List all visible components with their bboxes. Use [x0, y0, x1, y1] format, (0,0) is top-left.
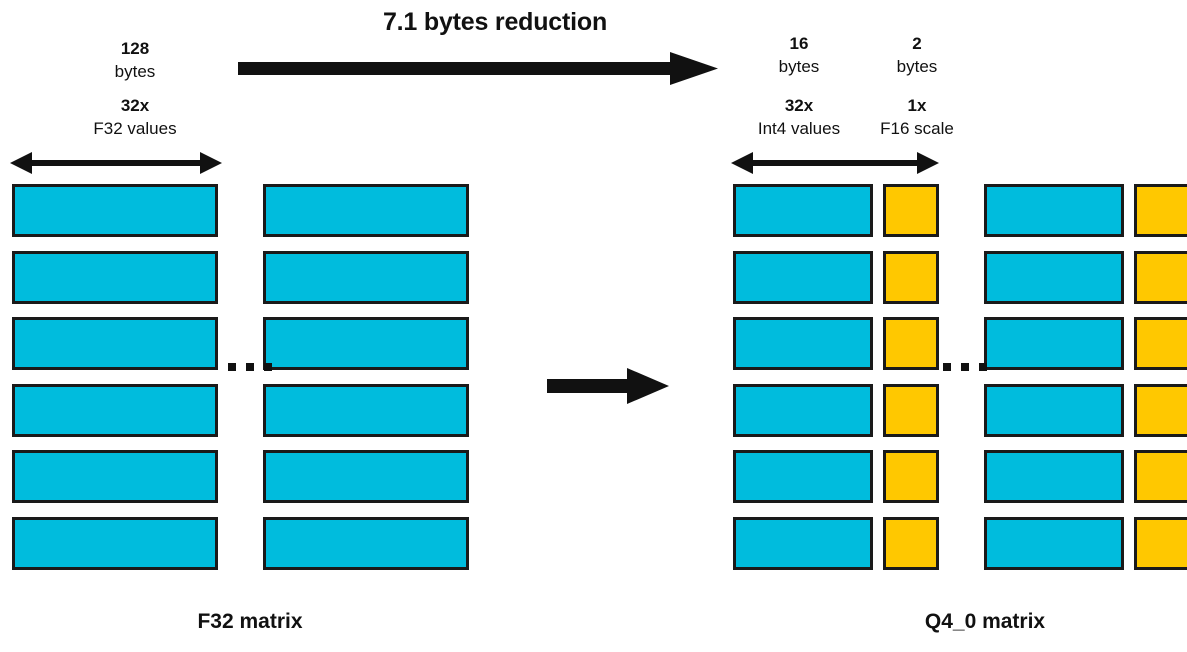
left-count-value: 32x [120, 96, 150, 115]
q4-scale-block-r2-c2 [1134, 251, 1187, 304]
left-matrix-ellipsis [228, 363, 272, 371]
conversion-arrow [547, 366, 669, 406]
q4-data-block-r2-c2 [984, 251, 1124, 304]
right-scale-size-value: 2 [912, 34, 922, 53]
f32-block-r3-c2 [263, 317, 469, 370]
left-size-unit: bytes [114, 61, 156, 81]
left-size-label: 128 bytes [55, 38, 215, 83]
right-data-size-value: 16 [789, 34, 809, 53]
q4-scale-block-r5-c1 [883, 450, 939, 503]
reduction-arrow [238, 52, 718, 86]
right-scale-count-label: 1x F16 scale [862, 95, 972, 140]
f32-block-r2-c1 [12, 251, 218, 304]
left-size-value: 128 [120, 39, 150, 58]
right-matrix-ellipsis [943, 363, 987, 371]
right-data-size-label: 16 bytes [723, 33, 875, 78]
left-matrix-caption: F32 matrix [197, 610, 303, 633]
q4-data-block-r6-c1 [733, 517, 873, 570]
q4-data-block-r6-c2 [984, 517, 1124, 570]
q4-scale-block-r2-c1 [883, 251, 939, 304]
q4-data-block-r1-c1 [733, 184, 873, 237]
q4-scale-block-r3-c2 [1134, 317, 1187, 370]
q4-data-block-r5-c1 [733, 450, 873, 503]
q4-scale-block-r5-c2 [1134, 450, 1187, 503]
f32-block-r6-c2 [263, 517, 469, 570]
q4-data-block-r1-c2 [984, 184, 1124, 237]
ellipsis-dot [246, 363, 254, 371]
f32-block-r6-c1 [12, 517, 218, 570]
q4-data-block-r4-c1 [733, 384, 873, 437]
q4-scale-block-r4-c1 [883, 384, 939, 437]
f32-block-r4-c1 [12, 384, 218, 437]
f32-block-r1-c1 [12, 184, 218, 237]
left-width-arrow [10, 150, 222, 176]
right-scale-count-desc: F16 scale [880, 118, 954, 138]
f32-block-r4-c2 [263, 384, 469, 437]
left-count-label: 32x F32 values [55, 95, 215, 140]
right-matrix-caption: Q4_0 matrix [924, 610, 1046, 633]
q4-data-block-r4-c2 [984, 384, 1124, 437]
q4-scale-block-r6-c1 [883, 517, 939, 570]
f32-block-r5-c2 [263, 450, 469, 503]
q4-scale-block-r4-c2 [1134, 384, 1187, 437]
right-width-arrow [731, 150, 939, 176]
ellipsis-dot [979, 363, 987, 371]
ellipsis-dot [228, 363, 236, 371]
right-data-count-value: 32x [784, 96, 814, 115]
ellipsis-dot [943, 363, 951, 371]
ellipsis-dot [264, 363, 272, 371]
right-scale-size-unit: bytes [896, 56, 938, 76]
left-count-desc: F32 values [93, 118, 177, 138]
q4-scale-block-r3-c1 [883, 317, 939, 370]
right-data-count-label: 32x Int4 values [723, 95, 875, 140]
q4-scale-block-r1-c2 [1134, 184, 1187, 237]
right-scale-count-value: 1x [907, 96, 927, 115]
q4-data-block-r3-c1 [733, 317, 873, 370]
page-title: 7.1 bytes reduction [382, 8, 608, 36]
q4-data-block-r2-c1 [733, 251, 873, 304]
q4-scale-block-r6-c2 [1134, 517, 1187, 570]
f32-block-r2-c2 [263, 251, 469, 304]
q4-scale-block-r1-c1 [883, 184, 939, 237]
f32-block-r3-c1 [12, 317, 218, 370]
ellipsis-dot [961, 363, 969, 371]
f32-block-r1-c2 [263, 184, 469, 237]
q4-data-block-r5-c2 [984, 450, 1124, 503]
right-data-size-unit: bytes [778, 56, 820, 76]
right-scale-size-label: 2 bytes [862, 33, 972, 78]
q4-data-block-r3-c2 [984, 317, 1124, 370]
f32-block-r5-c1 [12, 450, 218, 503]
right-data-count-desc: Int4 values [757, 118, 841, 138]
